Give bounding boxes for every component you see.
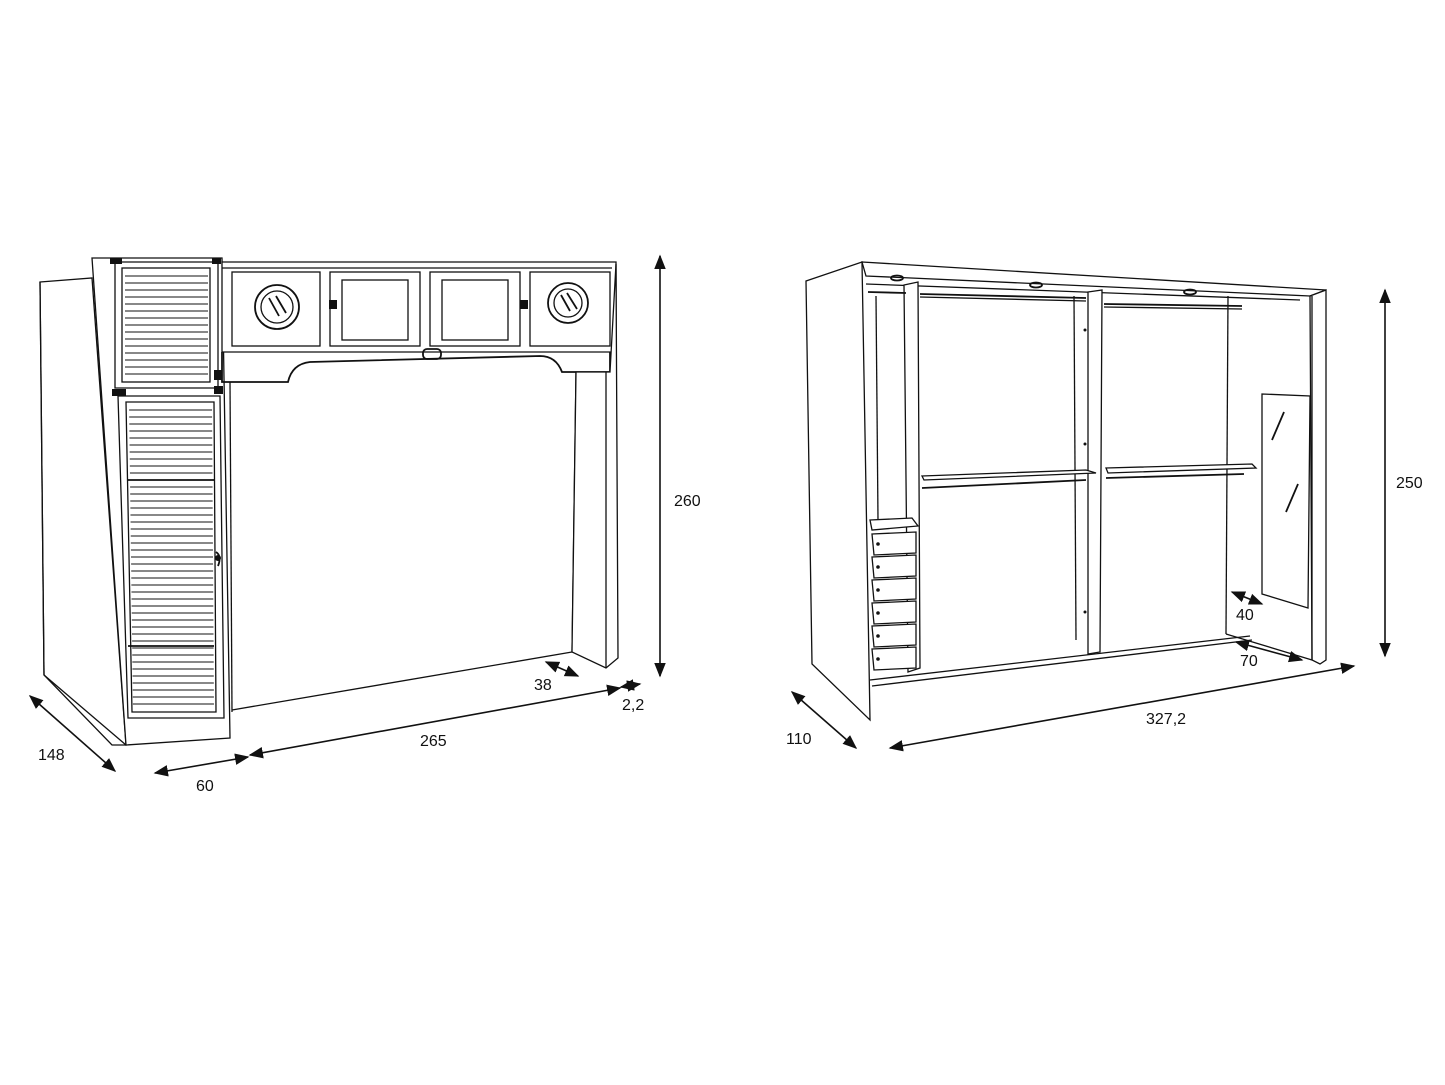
upper-slat-frame [121, 267, 211, 383]
hanging-rail-2 [919, 293, 1087, 299]
round-window-right-glare-2 [566, 292, 578, 310]
mirror-depth-label: 40 [1236, 607, 1254, 624]
right-width-label: 327,2 [1146, 711, 1186, 728]
bridge-depth-label: 38 [534, 677, 552, 694]
drawer-knob-icon [876, 657, 880, 661]
tower-width-arrow [153, 753, 250, 777]
left-wardrobe-bridge-unit [39, 257, 619, 746]
drawer-stack [871, 531, 917, 671]
round-window-right-inner [553, 288, 583, 318]
middle-shelf-left [920, 469, 1097, 481]
panel-thickness-label: 2,2 [622, 697, 644, 714]
depth-arrow-right [790, 691, 858, 749]
mirror-glare-1-icon [1271, 411, 1285, 441]
drawer-front [871, 600, 917, 625]
hinge-middle-right [214, 386, 223, 394]
bridge-top-cabinet [221, 261, 617, 353]
interior-left-side-panel [805, 261, 871, 722]
bridge-knob-right-icon [520, 300, 528, 309]
drawer-knob-icon [876, 542, 880, 546]
round-window-left-icon [254, 284, 300, 330]
tower-width-label: 60 [196, 778, 214, 795]
upper-door-slats [121, 267, 211, 383]
ceiling-light-1-icon [890, 274, 904, 282]
mirror-depth-arrow [1230, 591, 1264, 605]
bridge-arched-valance [221, 352, 611, 383]
interior-floor-front-edge [871, 639, 1253, 687]
lower-door-slats [125, 401, 217, 713]
lower-door-knob [215, 555, 221, 561]
hinge-middle [112, 389, 126, 396]
middle-rail-right [1105, 473, 1245, 479]
bridge-light-icon [422, 348, 442, 360]
mirror-width-arrow [1234, 639, 1304, 663]
divider-2-back-edge [1073, 295, 1077, 641]
right-height-label: 250 [1396, 475, 1423, 492]
round-window-right-icon [547, 282, 589, 324]
middle-shelf-right [1105, 463, 1258, 474]
side-panel-front-edge [39, 281, 45, 676]
round-window-left-glare-1 [268, 297, 280, 317]
bridge-door-1 [231, 271, 321, 347]
drawer-knob-icon [876, 611, 880, 615]
hanging-rail-1 [867, 291, 907, 294]
mirror-width-label: 70 [1240, 653, 1258, 670]
bridge-width-arrow [248, 684, 622, 759]
bridge-width-label: 265 [420, 733, 447, 750]
divider-2-hole-1 [1083, 328, 1087, 332]
bridge-depth-arrow [544, 661, 580, 677]
bridge-door-2-inset [341, 279, 409, 341]
bridge-knob-left-icon [329, 300, 337, 309]
right-depth-label: 110 [786, 731, 812, 748]
lower-slat-frame [125, 401, 217, 713]
hinge-top [110, 258, 122, 264]
middle-rail-left [921, 479, 1087, 489]
interior-floor-line [869, 635, 1251, 681]
hinge-top-right [212, 258, 221, 264]
bridge-door-3-inset [441, 279, 509, 341]
divider-2-hole-2 [1083, 442, 1087, 446]
drawer-knob-icon [876, 634, 880, 638]
hanging-rail-2-shadow [919, 296, 1087, 302]
thickness-arrow [619, 679, 642, 692]
bridge-door-4 [529, 271, 611, 347]
bridge-floor-line [231, 651, 573, 711]
drawer-knob-icon [876, 588, 880, 592]
upper-door-knob-icon [214, 370, 222, 380]
round-window-left-glare-2 [275, 295, 287, 314]
drawer-bay-back-edge [875, 295, 879, 521]
left-height-label: 260 [674, 493, 701, 510]
drawer-knob-icon [876, 565, 880, 569]
drawer-front [871, 623, 917, 648]
width-arrow-right [888, 662, 1356, 752]
ceiling-light-3-icon [1183, 288, 1197, 296]
drawer-stack-top [869, 517, 920, 531]
drawer-front [871, 554, 917, 579]
opening-left-edge [229, 381, 233, 713]
divider-2-hole-3 [1083, 610, 1087, 614]
hanging-rail-3-shadow [1103, 306, 1243, 310]
round-window-right-glare-1 [560, 294, 571, 312]
left-dimensions: 260 148 60 265 38 2,2 [28, 254, 701, 795]
left-depth-label: 148 [38, 747, 65, 764]
drawer-front [871, 577, 917, 602]
hanging-rail-3 [1103, 303, 1243, 307]
right-dimensions: 250 110 327,2 40 70 [786, 288, 1423, 752]
mirror-door [1261, 393, 1311, 609]
divider-panel-2 [1087, 289, 1103, 655]
round-window-left-inner [260, 290, 294, 324]
mirror-glare-2-icon [1285, 483, 1299, 513]
depth-arrow-left [28, 695, 117, 772]
right-wardrobe-interior-unit [805, 261, 1327, 722]
ceiling-light-2-icon [1029, 281, 1043, 289]
drawer-front [871, 531, 917, 556]
